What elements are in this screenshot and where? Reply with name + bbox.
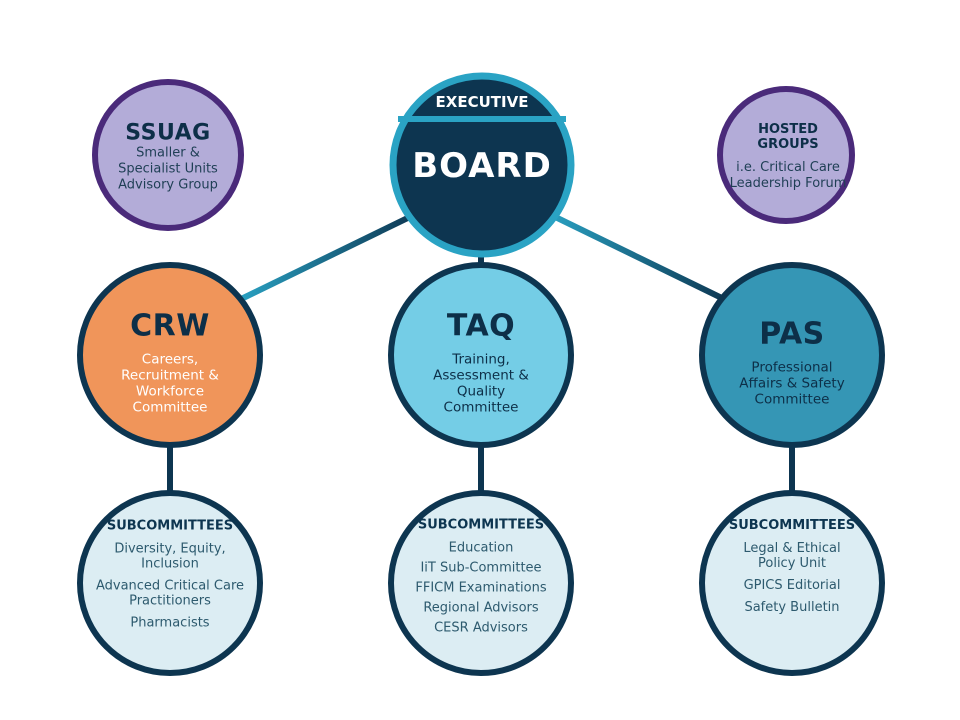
pas-circle (699, 262, 885, 448)
committee-desc: Careers, Recruitment & Workforce Committ… (121, 351, 219, 416)
pas-sub-circle (699, 490, 885, 676)
committee-title: TAQ (446, 308, 516, 344)
list-item: CESR Advisors (434, 620, 528, 636)
connector-crw (233, 209, 422, 305)
hosted-desc: i.e. Critical Care Leadership Forum (729, 160, 847, 191)
subcommittees-heading: SUBCOMMITTEES (728, 518, 856, 533)
committee-desc: Training, Assessment & Quality Committee (433, 351, 529, 416)
taq-sub-circle (388, 490, 574, 676)
ssuag-title: SSUAG (125, 120, 211, 146)
hosted-circle (717, 86, 855, 224)
subcommittees-taq: SUBCOMMITTEES Education IiT Sub-Committe… (401, 518, 561, 641)
committee-title: PAS (759, 316, 825, 352)
taq-circle (388, 262, 574, 448)
subcommittees-heading: SUBCOMMITTEES (106, 518, 234, 534)
subcommittees-pas: SUBCOMMITTEES Legal & Ethical Policy Uni… (717, 518, 867, 622)
list-item: Pharmacists (130, 615, 210, 631)
committee-crw: CRW Careers, Recruitment & Workforce Com… (110, 309, 230, 416)
committee-taq: TAQ Training, Assessment & Quality Commi… (421, 309, 541, 416)
subcommittees-crw: SUBCOMMITTEES Diversity, Equity, Inclusi… (90, 519, 250, 638)
committee-desc: Professional Affairs & Safety Committee (739, 359, 845, 408)
board-top-label: EXECUTIVE (436, 93, 529, 111)
executive-label: EXECUTIVE (435, 93, 529, 111)
board-label: BOARD (412, 146, 552, 186)
hosted-title: HOSTED GROUPS (757, 122, 819, 152)
list-item: FFICM Examinations (415, 580, 547, 596)
list-item: Regional Advisors (423, 600, 539, 616)
ssuag-node: SSUAG Smaller & Specialist Units Advisor… (108, 121, 228, 194)
list-item: Diversity, Equity, Inclusion (114, 541, 226, 572)
subcommittees-heading: SUBCOMMITTEES (417, 517, 545, 533)
ssuag-desc: Smaller & Specialist Units Advisory Grou… (118, 145, 218, 193)
list-item: Education (448, 540, 514, 556)
crw-circle (77, 262, 263, 448)
board-main-label: BOARD (412, 146, 552, 186)
list-item: Legal & Ethical Policy Unit (743, 541, 841, 571)
list-item: Advanced Critical Care Practitioners (95, 578, 245, 609)
hosted-node: HOSTED GROUPS i.e. Critical Care Leaders… (729, 122, 847, 192)
list-item: IiT Sub-Committee (420, 560, 542, 576)
list-item: Safety Bulletin (744, 600, 840, 615)
committee-title: CRW (130, 308, 210, 344)
ssuag-circle (92, 79, 244, 231)
connector-pas (543, 209, 732, 305)
crw-sub-circle (77, 490, 263, 676)
list-item: GPICS Editorial (743, 578, 841, 593)
committee-pas: PAS Professional Affairs & Safety Commit… (732, 317, 852, 408)
